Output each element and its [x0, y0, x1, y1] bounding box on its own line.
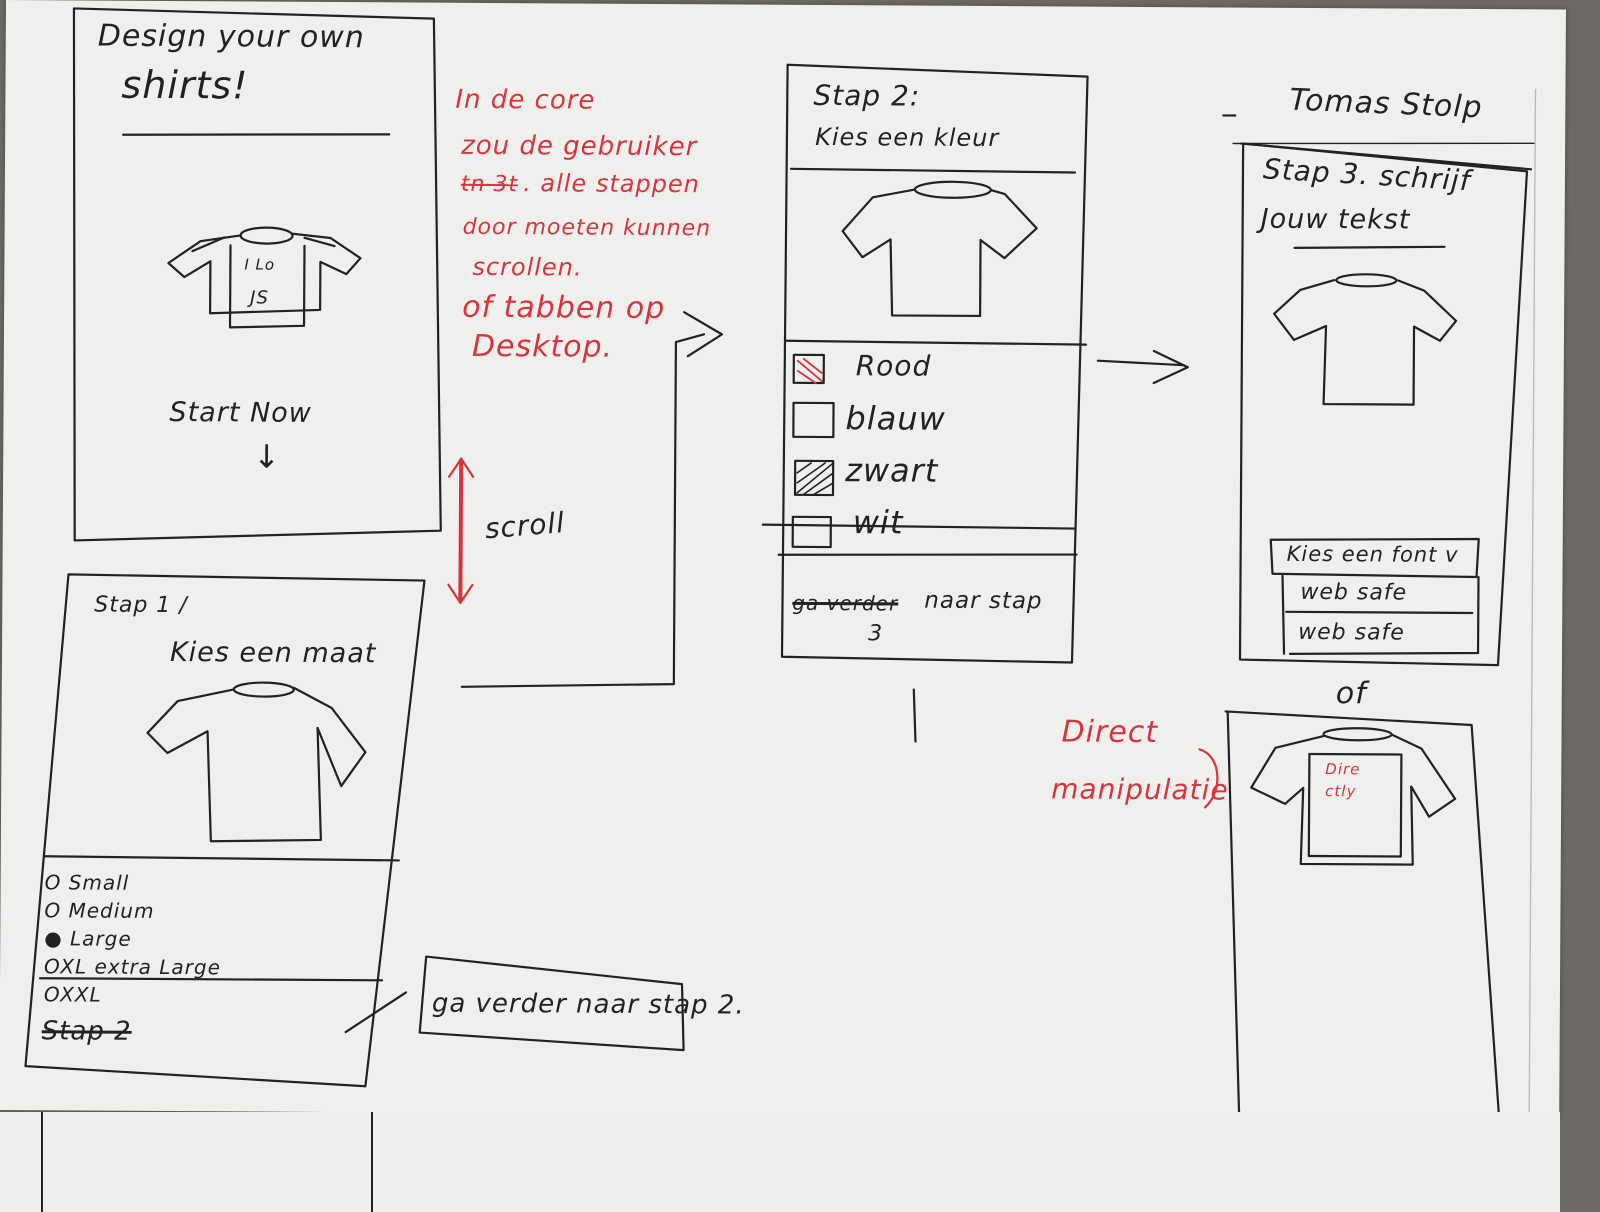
- direct-manip-label-line1: Direct: [1061, 714, 1159, 751]
- step1-shirt-drawing: [146, 681, 367, 843]
- sketch-lines: [24, 7, 1537, 1121]
- home-shirt-print-line1: I Lo: [244, 255, 276, 274]
- swatch-wit: [791, 515, 832, 549]
- step2-next-line1[interactable]: naar stap: [924, 587, 1043, 615]
- red-note: In de core zou de gebruiker tn 3t . alle…: [454, 77, 711, 367]
- step2-subheading: Kies een kleur: [815, 122, 1000, 153]
- step1-subheading: Kies een maat: [169, 637, 377, 670]
- step2-next-line2[interactable]: 3: [868, 621, 884, 647]
- step3-heading-line2: Jouw tekst: [1260, 203, 1411, 236]
- step1-next-button-frame: [418, 955, 685, 1052]
- step1-frame: [24, 573, 426, 1088]
- step1-heading: Stap 1 /: [94, 592, 188, 619]
- step2-heading: Stap 2:: [813, 78, 921, 113]
- home-shirt-print-line2: JS: [250, 287, 269, 309]
- step2-frame: [780, 63, 1089, 664]
- start-now-button[interactable]: Start Now: [169, 397, 312, 429]
- font-select[interactable]: Kies een font v: [1286, 541, 1459, 567]
- second-paper-sheet: [0, 1112, 1560, 1212]
- red-note-line6: of tabben op: [462, 289, 666, 327]
- second-paper-lines: [41, 1112, 373, 1212]
- step1-struck-text: Stap 2: [41, 1016, 132, 1047]
- color-option-blauw[interactable]: blauw: [845, 399, 946, 438]
- swatch-blauw: [792, 401, 835, 439]
- step2-shirt-drawing: [841, 180, 1038, 318]
- sketch-paper: Design your own shirts! I Lo JS Start No…: [0, 0, 1566, 1121]
- down-arrow-icon[interactable]: ↓: [253, 437, 282, 476]
- font-option-1[interactable]: web safe: [1300, 579, 1408, 606]
- font-option-2[interactable]: web safe: [1298, 619, 1405, 646]
- direct-manip-shirt-text-line2[interactable]: ctly: [1325, 782, 1357, 801]
- step3-shirt-drawing: [1273, 273, 1458, 406]
- font-select-frame: [1269, 537, 1480, 579]
- red-note-line5: scrollen.: [472, 252, 583, 282]
- red-note-line7: Desktop.: [471, 328, 614, 365]
- swatch-rood: [792, 353, 825, 385]
- size-option-xl[interactable]: OXL extra Large: [44, 954, 222, 980]
- red-note-line3-struck: tn 3t: [460, 171, 519, 198]
- color-option-zwart[interactable]: zwart: [845, 451, 939, 490]
- size-option-large[interactable]: ● Large: [44, 926, 132, 951]
- size-options-list: O Small O Medium ● Large OXL extra Large…: [44, 868, 222, 1009]
- step3-frame: [1238, 142, 1529, 667]
- scroll-label: scroll: [483, 505, 567, 546]
- direct-manip-shirt-drawing: [1250, 727, 1457, 866]
- direct-manip-label-line2: manipulatie: [1051, 772, 1229, 807]
- or-label: of: [1335, 676, 1367, 712]
- direct-manip-frame: [1224, 710, 1501, 1121]
- size-option-small[interactable]: O Small: [44, 870, 130, 895]
- red-note-line2: zou de gebruiker: [461, 130, 698, 163]
- step1-next-button[interactable]: ga verder naar stap 2.: [431, 988, 745, 1021]
- direct-manip-shirt-text-line1[interactable]: Dire: [1325, 760, 1361, 779]
- color-option-wit[interactable]: wit: [852, 503, 904, 542]
- size-option-medium[interactable]: O Medium: [44, 898, 155, 923]
- home-title-line2: shirts!: [121, 62, 249, 108]
- step2-struck-text: ga verder: [792, 590, 899, 616]
- red-note-line1: In de core: [455, 84, 596, 116]
- color-option-rood[interactable]: Rood: [855, 349, 932, 383]
- red-note-line4: door moeten kunnen: [462, 214, 712, 242]
- home-screen-frame: [72, 7, 442, 542]
- home-title-line1: Design your own: [97, 18, 365, 56]
- red-note-line3: . alle stappen: [523, 169, 701, 199]
- size-option-xxl[interactable]: OXXL: [43, 982, 102, 1007]
- home-shirt-drawing: [167, 226, 362, 329]
